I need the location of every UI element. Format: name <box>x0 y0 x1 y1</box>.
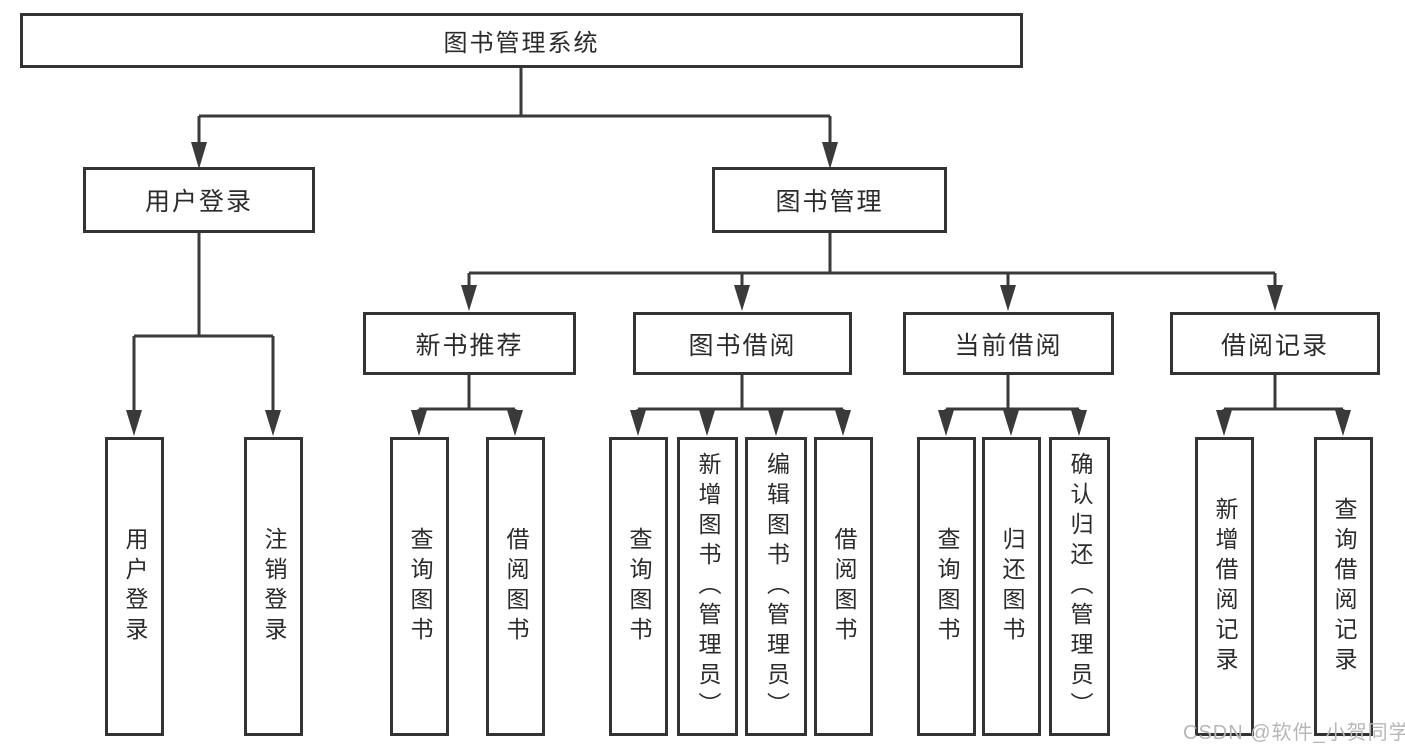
leaf-borrow-books-1-label: 借阅图书 <box>503 526 529 647</box>
node-book-borrow: 图书借阅 <box>633 312 852 375</box>
leaf-add-books-admin: 新增图书（管理员） <box>677 437 738 736</box>
leaf-borrow-books-2: 借阅图书 <box>814 437 873 736</box>
leaf-add-borrow-record-label: 新增借阅记录 <box>1212 496 1238 677</box>
node-borrow-records: 借阅记录 <box>1170 312 1380 375</box>
leaf-borrow-books-1: 借阅图书 <box>486 437 545 736</box>
leaf-logout: 注销登录 <box>244 437 303 736</box>
node-new-book-recommend: 新书推荐 <box>363 312 576 375</box>
connector-root-to-level2 <box>197 68 832 148</box>
arrowhead <box>699 410 715 436</box>
leaf-logout-label: 注销登录 <box>261 526 287 647</box>
leaf-user-login: 用户登录 <box>105 437 164 736</box>
arrowhead <box>461 285 477 311</box>
node-user-login-label: 用户登录 <box>144 188 253 216</box>
node-current-borrow: 当前借阅 <box>903 312 1114 375</box>
arrowhead <box>734 285 750 311</box>
leaf-query-books-1-label: 查询图书 <box>407 526 433 647</box>
leaf-add-books-admin-label: 新增图书（管理员） <box>695 451 721 722</box>
leaf-query-borrow-record-label: 查询借阅记录 <box>1331 496 1357 677</box>
leaf-borrow-books-2-label: 借阅图书 <box>831 526 857 647</box>
node-user-login: 用户登录 <box>83 167 315 233</box>
arrowhead <box>265 410 281 436</box>
leaf-edit-books-admin: 编辑图书（管理员） <box>745 437 807 736</box>
connector-userlogin-to-leaves <box>132 233 275 415</box>
leaf-edit-books-admin-label: 编辑图书（管理员） <box>763 451 790 722</box>
node-borrow-records-label: 借阅记录 <box>1220 331 1329 360</box>
node-new-book-recommend-label: 新书推荐 <box>415 331 524 360</box>
arrowheads <box>126 142 1351 436</box>
arrowhead <box>630 410 646 436</box>
leaf-user-login-label: 用户登录 <box>122 526 148 647</box>
arrowhead <box>768 410 784 436</box>
arrowhead <box>1000 285 1016 311</box>
arrowhead <box>191 142 207 169</box>
leaf-confirm-return-admin: 确认归还（管理员） <box>1049 437 1110 736</box>
leaf-query-books-1: 查询图书 <box>390 437 449 736</box>
connector-bookmgmt-to-level3 <box>467 233 1277 290</box>
arrowhead <box>126 410 142 436</box>
leaf-query-books-2-label: 查询图书 <box>626 526 652 647</box>
csdn-watermark: CSDN @软件_小贺同学 <box>1183 722 1405 744</box>
node-book-management-label: 图书管理 <box>775 188 884 216</box>
leaf-return-books: 归还图书 <box>982 437 1041 736</box>
leaf-return-books-label: 归还图书 <box>999 526 1025 647</box>
leaf-add-borrow-record: 新增借阅记录 <box>1195 437 1254 736</box>
connector-currentborrow-to-leaves <box>944 375 1081 415</box>
arrowhead <box>1003 410 1019 436</box>
arrowhead <box>822 142 838 169</box>
node-current-borrow-label: 当前借阅 <box>954 331 1063 360</box>
leaf-confirm-return-admin-label: 确认归还（管理员） <box>1067 451 1093 722</box>
leaf-query-books-2: 查询图书 <box>609 437 668 736</box>
node-root: 图书管理系统 <box>20 13 1023 68</box>
leaf-query-books-3-label: 查询图书 <box>934 526 960 647</box>
arrowhead <box>411 410 427 436</box>
leaf-query-borrow-record: 查询借阅记录 <box>1314 437 1373 736</box>
arrowhead <box>938 410 954 436</box>
arrowhead <box>835 410 851 436</box>
arrowhead <box>507 410 523 436</box>
arrowhead <box>1071 410 1087 436</box>
leaf-query-books-3: 查询图书 <box>917 437 976 736</box>
node-book-borrow-label: 图书借阅 <box>688 331 797 360</box>
arrowhead <box>1335 410 1351 436</box>
connector-bookborrow-to-leaves <box>636 375 845 415</box>
arrowhead <box>1267 285 1283 311</box>
connector-borrowrecords-to-leaves <box>1222 375 1345 415</box>
connector-newbookrec-to-leaves <box>417 375 517 415</box>
node-root-label: 图书管理系统 <box>443 30 600 57</box>
node-book-management: 图书管理 <box>712 167 947 233</box>
arrowhead <box>1216 410 1232 436</box>
